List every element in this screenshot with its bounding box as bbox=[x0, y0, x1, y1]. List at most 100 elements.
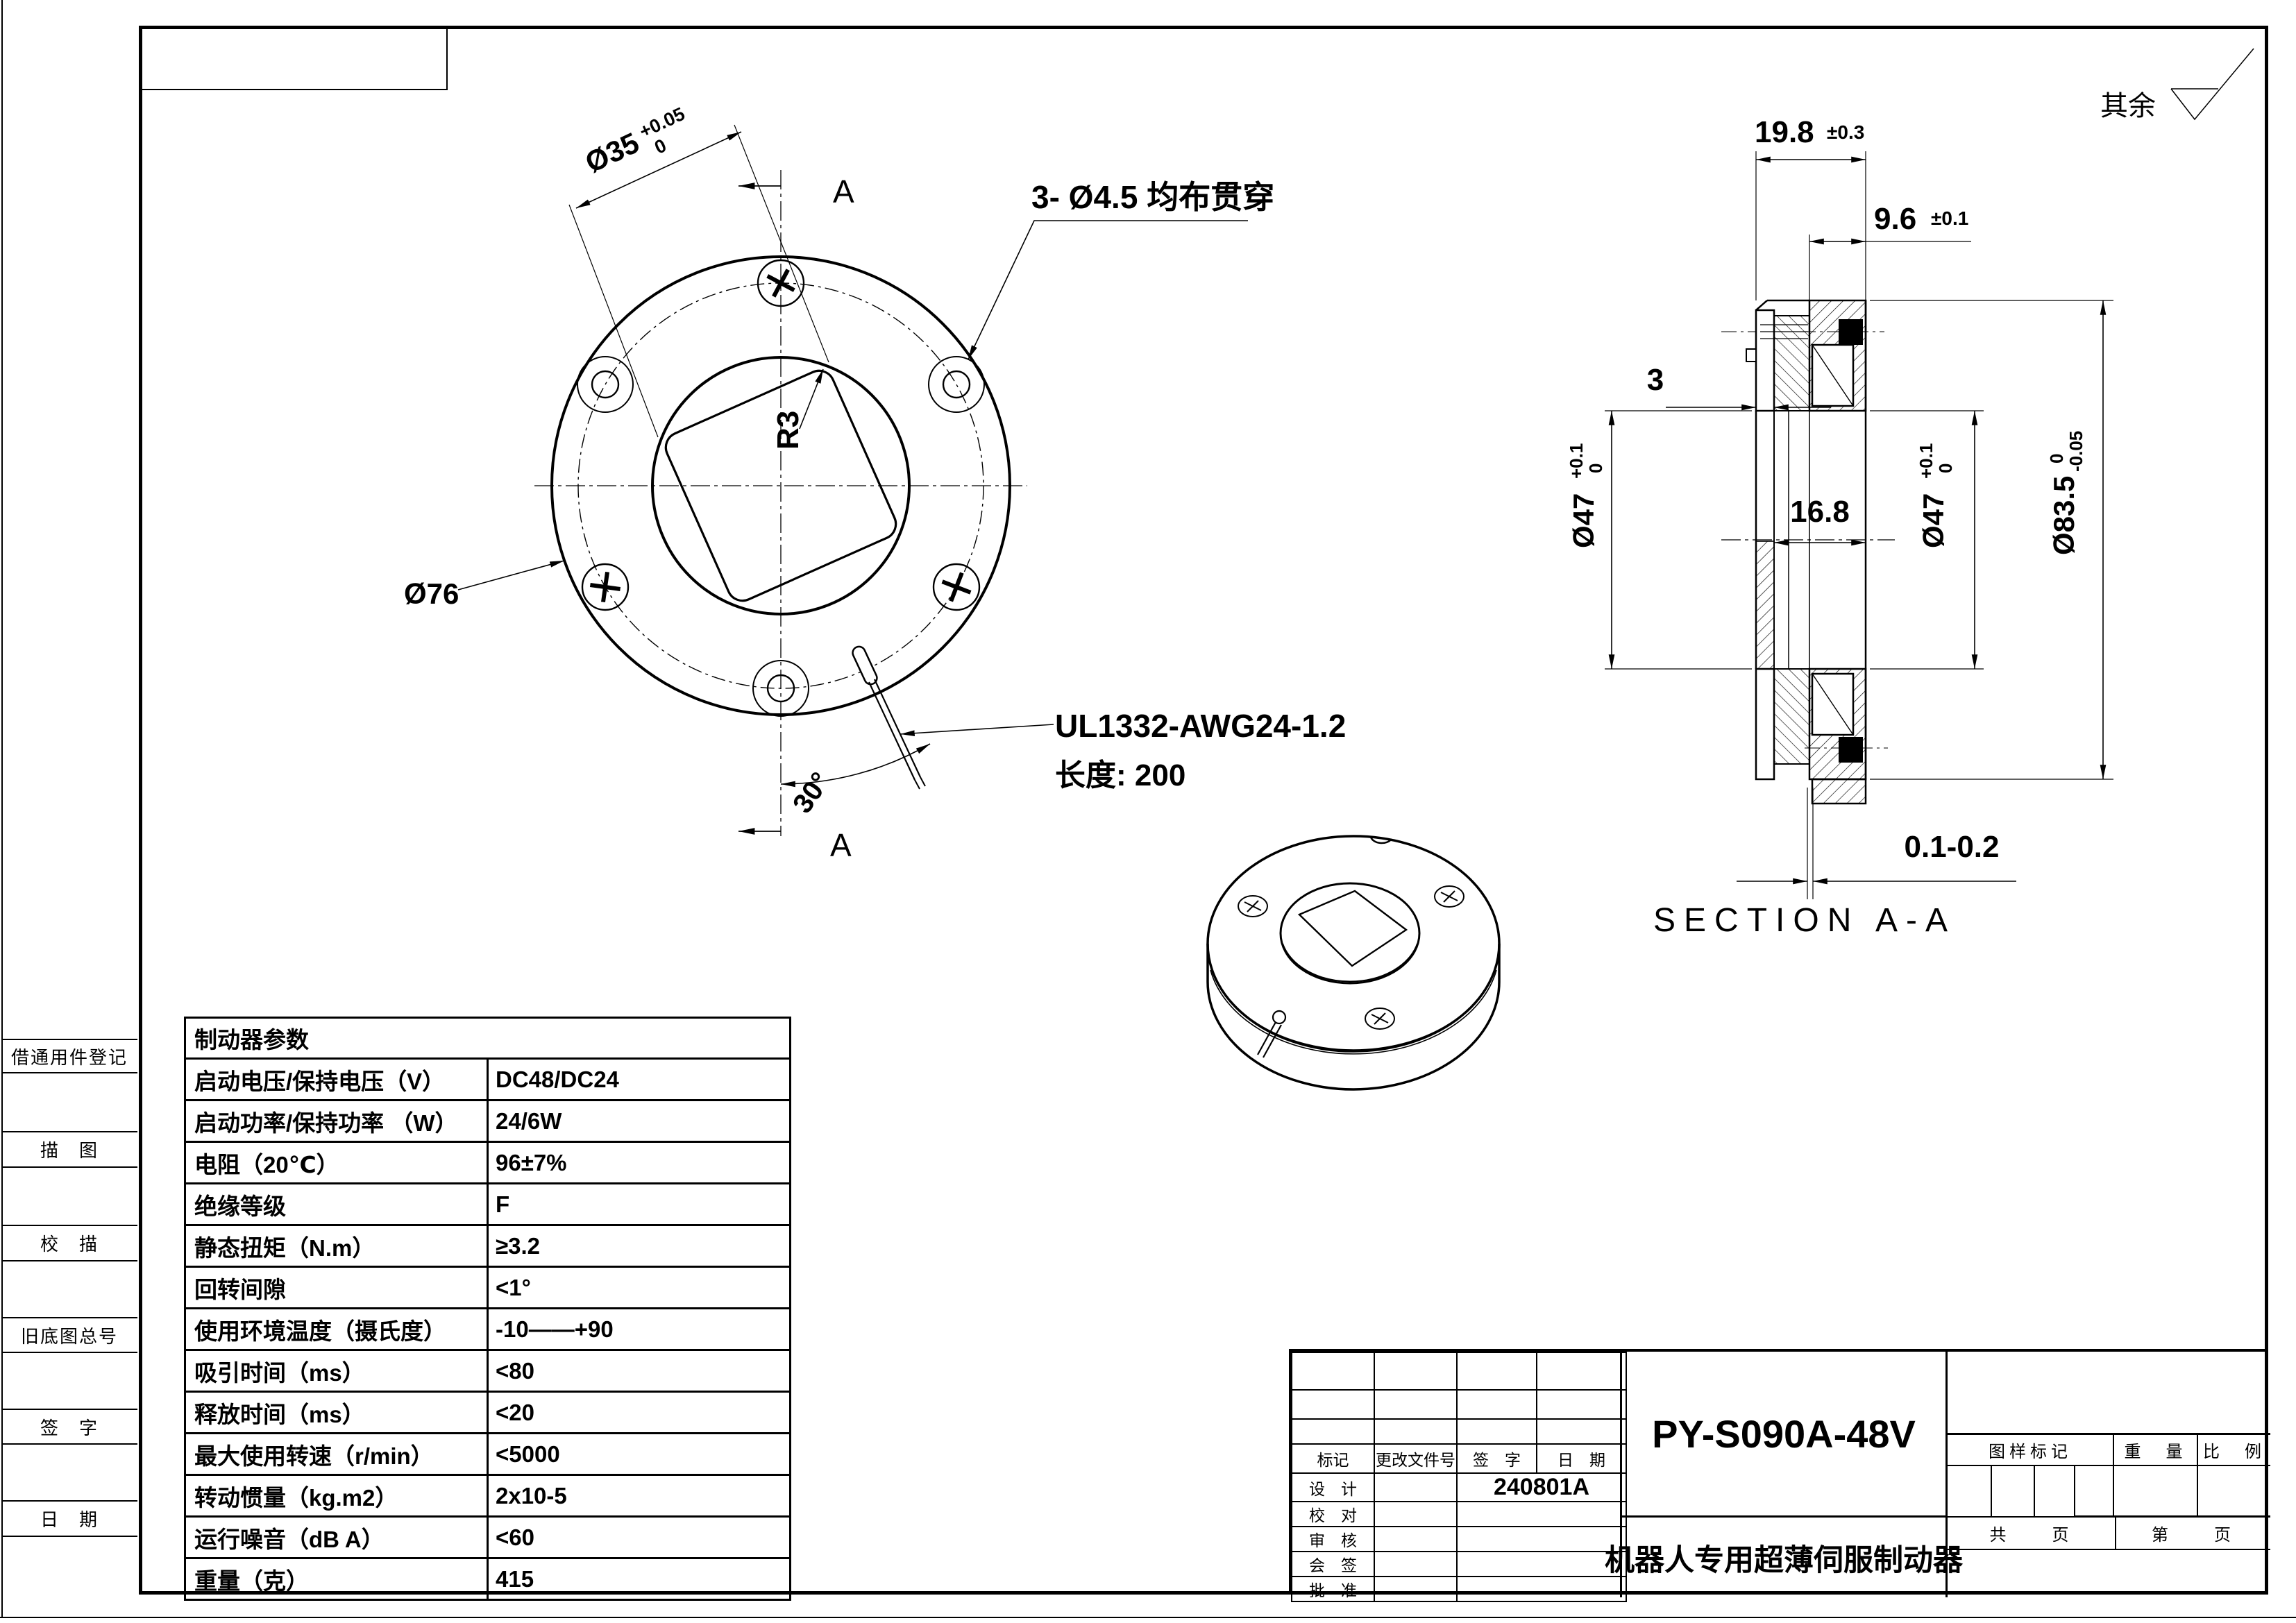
label-countersign: 会 签 bbox=[1291, 1551, 1375, 1577]
product-name: 机器人专用超薄伺服制动器 bbox=[1605, 1543, 1963, 1577]
label-mark: 标记 bbox=[1291, 1443, 1375, 1474]
param-value: <1° bbox=[487, 1266, 791, 1309]
param-label: 转动惯量（kg.m2） bbox=[184, 1474, 489, 1518]
margin-label: 旧底图总号 bbox=[20, 1325, 118, 1347]
dim-d47: Ø47 bbox=[1567, 493, 1600, 548]
extension-line bbox=[568, 204, 659, 438]
section-title: SECTION A-A bbox=[1653, 902, 1956, 939]
sheet-edge-bottom bbox=[0, 1617, 2296, 1618]
design-date-value: 240801A bbox=[1456, 1472, 1627, 1502]
margin-label: 签 字 bbox=[40, 1417, 99, 1438]
holes-leader bbox=[968, 220, 1248, 360]
model-number: PY-S090A-48V bbox=[1622, 1352, 1945, 1518]
param-label: 使用环境温度（摄氏度） bbox=[184, 1307, 489, 1351]
param-value: 415 bbox=[487, 1557, 791, 1601]
label-page-no: 第 页 bbox=[2116, 1518, 2270, 1550]
dim-d76: Ø76 bbox=[404, 577, 459, 610]
param-value: 24/6W bbox=[487, 1099, 791, 1143]
dim-d35: Ø35 bbox=[580, 126, 644, 179]
title-block-revision-table: 标记 更改文件号 签 字 日 期 设 计 240801A 校 对 审 核 会 签… bbox=[1291, 1352, 1627, 1602]
param-label: 回转间隙 bbox=[184, 1266, 489, 1309]
label-audit: 审 核 bbox=[1291, 1526, 1375, 1552]
iso-screws bbox=[1238, 885, 1464, 1030]
label-weight: 重 量 bbox=[2114, 1435, 2198, 1466]
plate-section-bottom bbox=[1773, 668, 1810, 765]
square-hub-hole bbox=[664, 369, 897, 602]
section-letter-top: A bbox=[833, 173, 854, 210]
table-row: 转动惯量（kg.m2）2x10-5 bbox=[184, 1474, 791, 1518]
margin-cell-check-tracing: 校 描 bbox=[1, 1225, 137, 1261]
section-letter-bottom: A bbox=[830, 827, 852, 863]
roughness-symbol bbox=[2170, 48, 2254, 121]
margin-label: 描 图 bbox=[40, 1140, 99, 1161]
dim-text-d35: Ø35 +0.05 0 bbox=[580, 103, 688, 179]
dim-gap: 0.1-0.2 bbox=[1905, 830, 2000, 864]
svg-text:Ø47: Ø47 bbox=[1917, 493, 1950, 548]
table-row: 制动器参数 bbox=[184, 1017, 791, 1060]
label-design: 设 计 bbox=[1291, 1472, 1375, 1502]
r3-leader bbox=[799, 368, 824, 430]
angle-arc bbox=[780, 743, 931, 788]
table-row: 使用环境温度（摄氏度）-10——+90 bbox=[184, 1307, 791, 1351]
table-row: 运行噪音（dB A）<60 bbox=[184, 1515, 791, 1559]
margin-cell-date: 日 期 bbox=[1, 1500, 137, 1537]
wire-length: 长度: 200 bbox=[1055, 758, 1185, 792]
table-row: 启动电压/保持电压（V）DC48/DC24 bbox=[184, 1057, 791, 1101]
param-label: 重量（克） bbox=[184, 1557, 489, 1601]
top-left-corner-box bbox=[139, 26, 448, 90]
label-sign: 签 字 bbox=[1456, 1443, 1537, 1474]
dim-3: 3 bbox=[1647, 363, 1664, 397]
table-row: 释放时间（ms）<20 bbox=[184, 1391, 791, 1434]
iso-top-face bbox=[1206, 835, 1501, 1053]
dim-text-d835: Ø83.5 0 -0.05 bbox=[2046, 431, 2086, 555]
isometric-view bbox=[1206, 835, 1501, 1091]
param-label: 启动功率/保持功率 （W） bbox=[184, 1099, 489, 1143]
param-label: 启动电压/保持电压（V） bbox=[184, 1057, 489, 1101]
extension-line bbox=[734, 124, 829, 363]
param-value: DC48/DC24 bbox=[487, 1057, 791, 1101]
front-view bbox=[534, 170, 1027, 836]
dim-96-tol: ±0.1 bbox=[1931, 207, 1968, 229]
margin-cell-signature: 签 字 bbox=[1, 1409, 137, 1445]
param-value: <5000 bbox=[487, 1432, 791, 1476]
front-view-annotations: Ø35 +0.05 0 A A 3- Ø4.5 均布贯穿 R3 Ø76 30° … bbox=[404, 103, 1346, 863]
ear-foot bbox=[1811, 778, 1867, 805]
param-value: <80 bbox=[487, 1349, 791, 1393]
wire-connector bbox=[852, 645, 878, 686]
dim-96: 9.6 bbox=[1874, 202, 1916, 236]
seal-top bbox=[1839, 319, 1863, 345]
param-value: -10——+90 bbox=[487, 1307, 791, 1351]
mounting-ear-bottom bbox=[752, 660, 809, 717]
dim-r3: R3 bbox=[771, 411, 805, 450]
iso-square-hole bbox=[1297, 890, 1408, 967]
mounting-ear-upper-left bbox=[577, 356, 634, 413]
lead-wire bbox=[852, 645, 926, 790]
bore-circle bbox=[651, 356, 911, 615]
terminal-tab bbox=[1746, 348, 1757, 362]
svg-text:0: 0 bbox=[1935, 464, 1956, 473]
wire-leader bbox=[900, 724, 1054, 737]
label-approve: 批 准 bbox=[1291, 1576, 1375, 1602]
title-block-right-area: 图样标记 重 量 比 例 共 页 第 页 bbox=[1945, 1352, 2270, 1597]
dim-d35-tol-dn: 0 bbox=[651, 135, 669, 158]
svg-text:0: 0 bbox=[2046, 454, 2067, 464]
param-label: 最大使用转速（r/min） bbox=[184, 1432, 489, 1476]
iso-wire bbox=[1257, 1010, 1287, 1058]
section-view-dimensions: 19.8 ±0.3 9.6 ±0.1 3 16.8 Ø47 +0.1 0 bbox=[1566, 115, 2113, 939]
wire-spec: UL1332-AWG24-1.2 bbox=[1055, 708, 1346, 744]
table-row: 重量（克）415 bbox=[184, 1557, 791, 1601]
table-row: 吸引时间（ms）<80 bbox=[184, 1349, 791, 1393]
svg-text:+0.1: +0.1 bbox=[1566, 443, 1587, 479]
param-label: 绝缘等级 bbox=[184, 1182, 489, 1226]
drawing-frame bbox=[139, 26, 2268, 1595]
screw-top bbox=[757, 259, 805, 307]
table-row: 最大使用转速（r/min）<5000 bbox=[184, 1432, 791, 1476]
holes-note: 3- Ø4.5 均布贯穿 bbox=[1031, 179, 1274, 215]
iso-bore bbox=[1279, 882, 1421, 985]
armature-top bbox=[1755, 309, 1775, 412]
surface-note-text: 其余 bbox=[2100, 91, 2156, 121]
margin-label: 借通用件登记 bbox=[10, 1046, 128, 1068]
dim-198: 19.8 bbox=[1755, 115, 1814, 149]
dim-168: 16.8 bbox=[1790, 495, 1850, 529]
svg-text:+0.1: +0.1 bbox=[1916, 443, 1936, 479]
